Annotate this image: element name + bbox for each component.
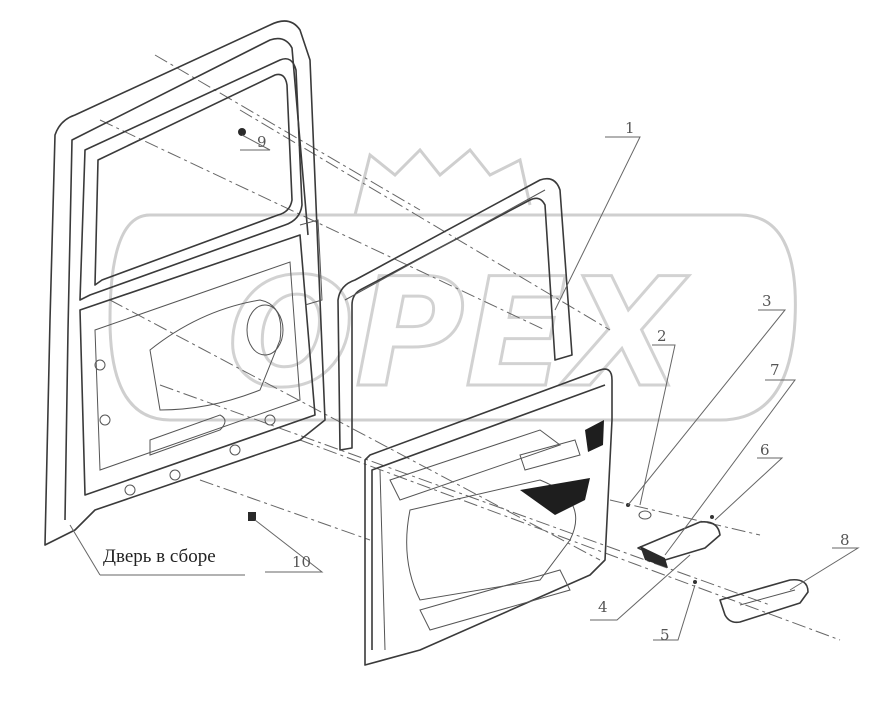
- callout-10: 10: [292, 553, 311, 571]
- part-8-handle: [719, 578, 809, 624]
- callout-2: 2: [657, 327, 667, 345]
- callout-7: 7: [770, 361, 780, 379]
- callout-4: 4: [598, 598, 608, 616]
- watermark-logo: OPEX: [108, 147, 797, 423]
- leader-lines: [69, 134, 860, 641]
- part-1-weather-strip: [337, 177, 573, 451]
- part-9-fastener: [238, 128, 246, 136]
- small-fasteners: [626, 503, 714, 584]
- door-trim-panel: [364, 368, 613, 666]
- callout-8: 8: [840, 531, 850, 549]
- callout-5: 5: [660, 626, 670, 644]
- assembly-axis-lines: [99, 54, 841, 641]
- callout-9: 9: [257, 133, 267, 151]
- assembly-caption: Дверь в сборе: [103, 546, 216, 567]
- part-10-clip: [248, 512, 256, 521]
- callout-6: 6: [760, 441, 770, 459]
- door-frame: [44, 20, 326, 546]
- callout-3: 3: [762, 292, 772, 310]
- callouts: 1 2 3 4 5 6 7 8 9 10 Дверь в сборе: [103, 119, 850, 644]
- watermark-text: OPEX: [227, 247, 689, 421]
- part-7-bracket: [637, 520, 721, 568]
- callout-1: 1: [625, 119, 635, 137]
